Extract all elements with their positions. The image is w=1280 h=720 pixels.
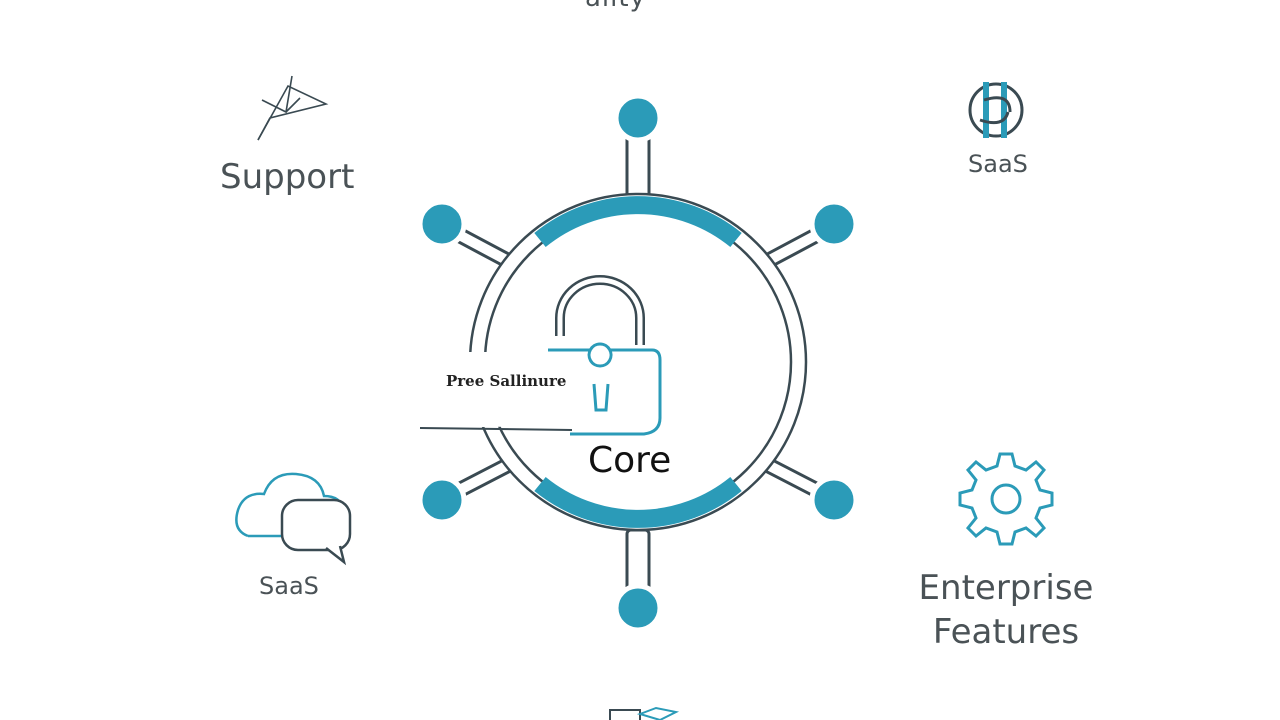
tag-label: Pree Sallinure bbox=[446, 372, 567, 390]
paper-plane-icon bbox=[257, 75, 329, 141]
central-ring bbox=[468, 192, 808, 532]
support-label: Support bbox=[220, 157, 355, 197]
spoke-lower-left bbox=[417, 456, 518, 525]
spoke-upper-right bbox=[758, 199, 859, 270]
spoke-bottom bbox=[613, 528, 663, 633]
padlock-icon bbox=[548, 275, 662, 436]
top-category-label: ality bbox=[585, 0, 646, 14]
core-label: Core bbox=[588, 440, 672, 481]
saas-label-top-right: SaaS bbox=[968, 150, 1028, 178]
spoke-top bbox=[613, 93, 663, 202]
spoke-lower-right bbox=[758, 456, 859, 525]
enterprise-line-1: Enterprise bbox=[918, 568, 1094, 608]
gear-icon bbox=[958, 452, 1054, 546]
tag-panel bbox=[418, 352, 573, 431]
spokes bbox=[417, 93, 859, 633]
sync-lock-icon bbox=[968, 82, 1024, 138]
enterprise-features-label: Enterprise Features bbox=[906, 566, 1106, 654]
cloud-chat-icon bbox=[235, 472, 352, 566]
plane-envelope-icon bbox=[609, 706, 680, 720]
enterprise-line-2: Features bbox=[932, 612, 1080, 652]
spoke-upper-left bbox=[417, 199, 518, 270]
saas-label-bottom-left: SaaS bbox=[259, 572, 319, 600]
